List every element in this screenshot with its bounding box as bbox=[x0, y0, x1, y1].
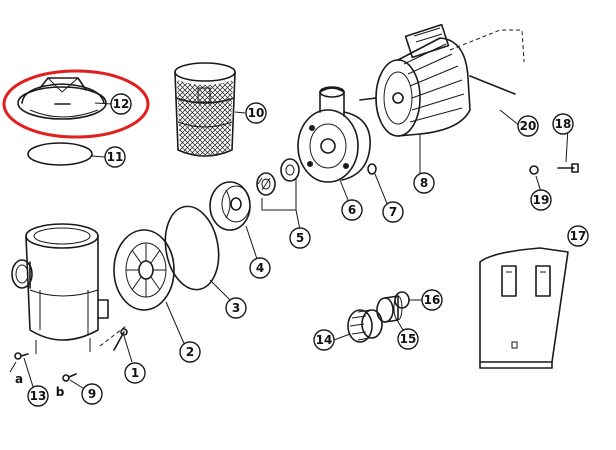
part-7-washer[interactable] bbox=[367, 163, 377, 175]
svg-text:18: 18 bbox=[555, 117, 572, 131]
part-18-bolt[interactable] bbox=[557, 163, 579, 173]
callout-2: 2 bbox=[179, 341, 201, 363]
dash-bolt-guide bbox=[99, 325, 127, 347]
svg-text:17: 17 bbox=[570, 229, 587, 243]
sublabel-a: a bbox=[15, 372, 23, 386]
bolt-1[interactable] bbox=[113, 328, 128, 351]
svg-text:20: 20 bbox=[520, 119, 537, 133]
leader-a bbox=[9, 361, 17, 373]
svg-text:12: 12 bbox=[113, 97, 130, 111]
callout-13: 13 bbox=[27, 385, 49, 407]
callout-9: 9 bbox=[81, 383, 103, 405]
callout-10: 10 bbox=[245, 102, 267, 124]
svg-text:2: 2 bbox=[186, 345, 194, 359]
svg-text:1: 1 bbox=[131, 366, 139, 380]
callout-1: 1 bbox=[124, 362, 146, 384]
part-6-housing[interactable] bbox=[297, 86, 371, 183]
callout-8: 8 bbox=[413, 172, 435, 194]
part-11-o-ring[interactable] bbox=[27, 142, 93, 166]
callout-14: 14 bbox=[313, 329, 335, 351]
svg-text:4: 4 bbox=[256, 261, 264, 275]
sublabel-b: b bbox=[56, 385, 65, 399]
callout-18: 18 bbox=[552, 113, 574, 135]
callout-4: 4 bbox=[249, 257, 271, 279]
part-8-motor[interactable] bbox=[359, 23, 525, 137]
svg-text:6: 6 bbox=[348, 203, 356, 217]
svg-text:14: 14 bbox=[316, 333, 333, 347]
screw-a[interactable] bbox=[14, 352, 29, 360]
part-2-diffuser[interactable] bbox=[113, 229, 175, 311]
part-20-rod[interactable] bbox=[469, 75, 516, 95]
part-10-basket[interactable] bbox=[174, 62, 236, 157]
svg-text:5: 5 bbox=[296, 231, 304, 245]
svg-text:10: 10 bbox=[248, 106, 265, 120]
part-14-union-nut[interactable] bbox=[347, 309, 383, 343]
callout-15: 15 bbox=[397, 328, 419, 350]
svg-text:15: 15 bbox=[400, 332, 417, 346]
callout-5: 5 bbox=[289, 227, 311, 249]
part-17-base[interactable] bbox=[479, 247, 569, 369]
callout-3: 3 bbox=[225, 297, 247, 319]
part-19-washer[interactable] bbox=[529, 165, 539, 175]
part-4-impeller[interactable] bbox=[209, 181, 251, 231]
part-15-tailpiece[interactable] bbox=[376, 295, 403, 323]
callout-7: 7 bbox=[382, 201, 404, 223]
svg-text:13: 13 bbox=[30, 389, 47, 403]
part-12-lid[interactable] bbox=[17, 77, 107, 120]
part-3-gasket[interactable] bbox=[159, 202, 225, 294]
part-5-seal[interactable] bbox=[256, 158, 300, 196]
callout-6: 6 bbox=[341, 199, 363, 221]
svg-text:8: 8 bbox=[420, 176, 428, 190]
callout-20: 20 bbox=[517, 115, 539, 137]
svg-text:11: 11 bbox=[107, 150, 124, 164]
svg-text:16: 16 bbox=[424, 293, 441, 307]
callout-19: 19 bbox=[530, 189, 552, 211]
highlight-circle bbox=[2, 69, 150, 139]
screw-b[interactable] bbox=[62, 373, 77, 382]
svg-text:7: 7 bbox=[389, 205, 397, 219]
part-9-pot[interactable] bbox=[11, 223, 109, 354]
callout-17: 17 bbox=[567, 225, 589, 247]
svg-text:3: 3 bbox=[232, 301, 240, 315]
svg-text:9: 9 bbox=[88, 387, 96, 401]
svg-text:19: 19 bbox=[533, 193, 550, 207]
callout-12: 12 bbox=[110, 93, 132, 115]
callout-16: 16 bbox=[421, 289, 443, 311]
callout-11: 11 bbox=[104, 146, 126, 168]
